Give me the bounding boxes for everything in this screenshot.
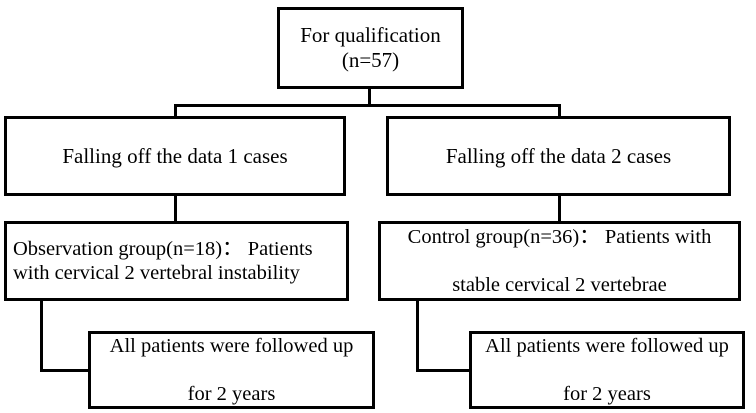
connector-split-left-drop [174, 104, 177, 118]
node-followup-observation: All patients were followed up for 2 year… [88, 331, 375, 409]
node-followup-control: All patients were followed up for 2 year… [469, 331, 745, 409]
node-followup-observation-label: All patients were followed up for 2 year… [104, 310, 360, 413]
connector-right-elbow-horizontal [416, 369, 471, 372]
node-control-group-line2: stable cervical 2 vertebrae [452, 274, 667, 297]
node-control-group-label: Control group(n=36)： Patients with stabl… [402, 201, 718, 322]
node-for-qualification-label: For qualification (n=57) [300, 23, 441, 72]
node-falling-off-left: Falling off the data 1 cases [4, 116, 346, 196]
node-falling-off-right-label: Falling off the data 2 cases [445, 143, 672, 168]
connector-left-middle [174, 195, 177, 222]
node-followup-control-line2: for 2 years [563, 383, 651, 406]
node-followup-observation-line1: All patients were followed up [109, 334, 354, 357]
node-followup-observation-line2: for 2 years [187, 383, 276, 406]
connector-left-elbow-horizontal [40, 369, 90, 372]
node-for-qualification: For qualification (n=57) [277, 7, 464, 89]
node-followup-control-line1: All patients were followed up [485, 334, 729, 357]
node-falling-off-right: Falling off the data 2 cases [386, 116, 731, 196]
node-observation-group-label: Observation group(n=18)： Patients with c… [13, 237, 313, 284]
connector-right-middle [558, 195, 561, 222]
connector-top-stem [368, 88, 371, 106]
connector-left-elbow-vertical [40, 300, 43, 372]
node-control-group-line1: Control group(n=36)： Patients with [407, 225, 712, 248]
node-control-group: Control group(n=36)： Patients with stabl… [378, 221, 741, 301]
node-falling-off-left-label: Falling off the data 1 cases [62, 143, 288, 168]
connector-split-bar [174, 104, 561, 107]
connector-split-right-drop [558, 104, 561, 118]
node-observation-group: Observation group(n=18)： Patients with c… [4, 221, 349, 301]
connector-right-elbow-vertical [416, 300, 419, 372]
node-followup-control-label: All patients were followed up for 2 year… [479, 310, 735, 413]
